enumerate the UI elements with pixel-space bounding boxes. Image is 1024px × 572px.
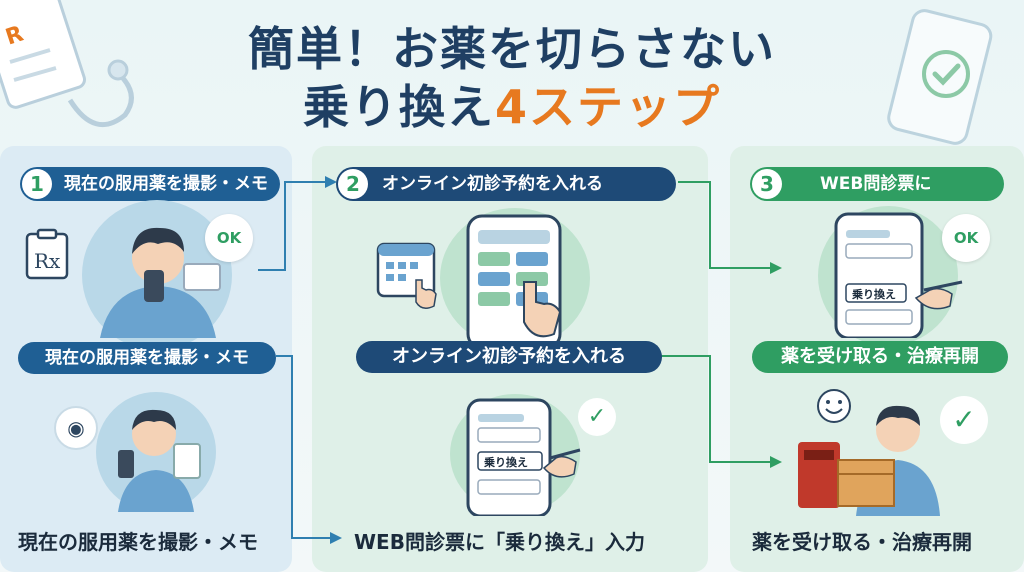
step2-caption: WEB問診票に「乗り換え」入力 xyxy=(354,530,645,554)
page-title-line1: 簡単！お薬を切らさない xyxy=(248,22,776,76)
clipboard-rx-icon: Rx xyxy=(25,228,69,280)
step1-pill-label: 現在の服用薬を撮影・メモ xyxy=(64,174,268,194)
step1-bar: 現在の服用薬を撮影・メモ xyxy=(18,342,276,374)
step3-caption: 薬を受け取る・治療再開 xyxy=(752,530,972,554)
step3-pill-label: WEB問診票に xyxy=(820,174,932,194)
step1-number: 1 xyxy=(22,169,52,199)
title-main-text: 乗り換え xyxy=(302,80,495,134)
calendar-icon xyxy=(376,242,437,309)
phone-check-icon xyxy=(887,9,993,145)
smile-icon xyxy=(817,389,851,423)
step3-bar: 薬を受け取る・治療再開 xyxy=(752,341,1008,373)
svg-text:R: R xyxy=(3,22,27,51)
person-with-phone xyxy=(118,409,201,512)
step1-caption: 現在の服用薬を撮影・メモ xyxy=(18,530,258,554)
step2-pill-label: オンライン初診予約を入れる xyxy=(382,174,603,194)
step3-pill: 3 WEB問診票に xyxy=(750,167,1004,201)
phone-form-screen: 乗り換え xyxy=(466,398,581,516)
step2-bar: オンライン初診予約を入れる xyxy=(356,341,662,373)
phone-form-screen-2: 乗り換え xyxy=(834,212,963,338)
step1-pill: 1 現在の服用薬を撮影・メモ xyxy=(20,167,280,201)
check-icon: ✓ xyxy=(578,398,616,436)
mailbox-package-illustration xyxy=(798,405,940,516)
form-input-text-2: 乗り換え xyxy=(852,287,896,301)
form-input-text-1: 乗り換え xyxy=(484,455,528,469)
ok-bubble-3: OK xyxy=(942,214,990,262)
check-icon-2: ✓ xyxy=(940,396,988,444)
step3-number: 3 xyxy=(752,169,782,199)
page-title-line2: 乗り換え4ステップ xyxy=(0,80,1024,134)
camera-icon: ◉ xyxy=(54,406,98,450)
step2-pill: 2 オンライン初診予約を入れる xyxy=(336,167,676,201)
step2-number: 2 xyxy=(338,169,368,199)
title-accent-text: 4ステップ xyxy=(494,80,721,134)
ok-bubble-1: OK xyxy=(205,214,253,262)
phone-booking-screen xyxy=(466,214,562,348)
clipboard-rx-icon: R xyxy=(0,0,134,127)
rx-text: Rx xyxy=(34,249,61,273)
person-photographing-medicine xyxy=(100,227,221,338)
